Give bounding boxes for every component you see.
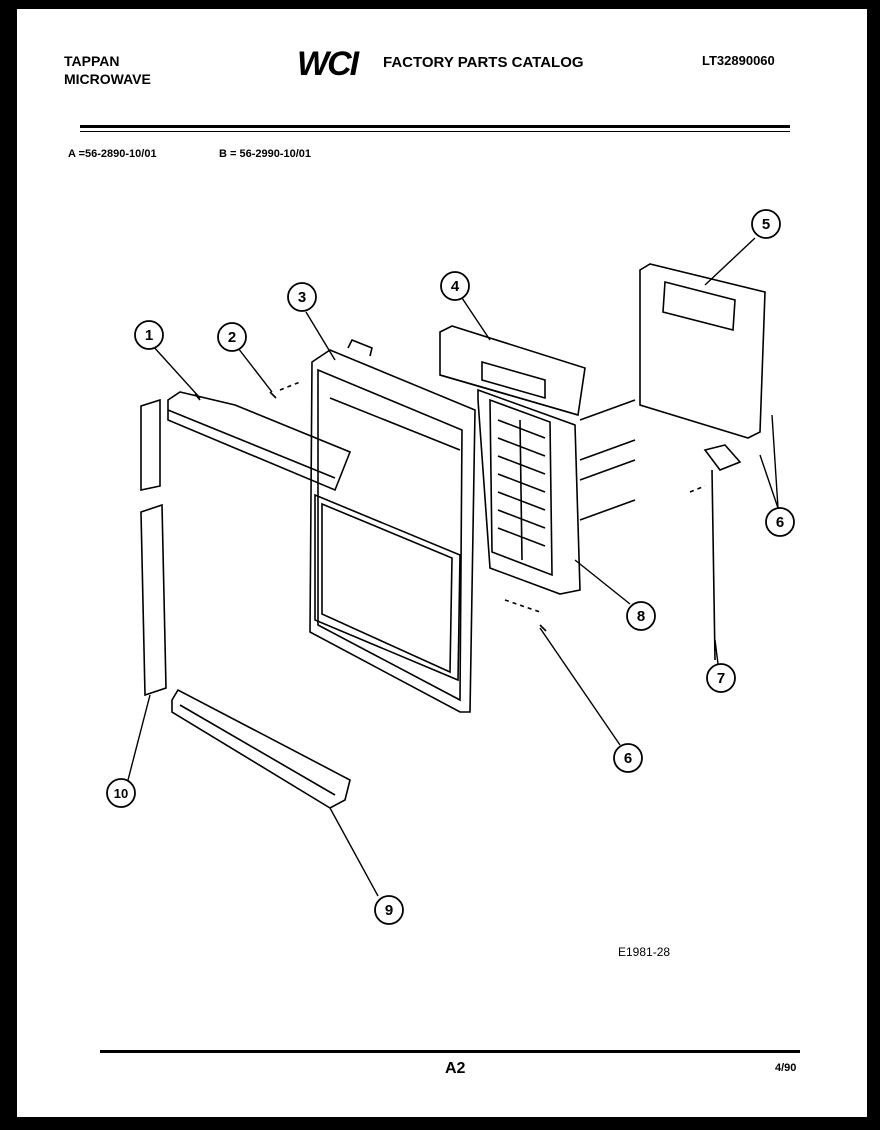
footer-rule (100, 1050, 800, 1053)
callout-8: 8 (626, 601, 656, 631)
header-rule-bottom (80, 131, 790, 132)
model-number: LT32890060 (702, 53, 775, 68)
product-type: MICROWAVE (64, 71, 151, 87)
page-number: A2 (445, 1060, 466, 1077)
callout-8-label: 8 (637, 608, 645, 625)
catalog-title: FACTORY PARTS CATALOG (383, 54, 584, 71)
callout-4-label: 4 (451, 278, 460, 295)
page-date: 4/90 (775, 1062, 797, 1074)
wci-logo: WCI (297, 45, 359, 83)
part-callouts: 1 2 3 4 5 6 7 8 6 10 9 (106, 209, 795, 925)
callout-10-label: 10 (114, 786, 128, 801)
door-frame (309, 338, 476, 713)
control-panel-keypad (477, 388, 636, 595)
screw-2 (269, 381, 301, 399)
callout-6-upper-label: 6 (776, 514, 784, 531)
brand-name: TAPPAN (64, 53, 120, 69)
callout-10: 10 (106, 778, 136, 808)
catalog-page (17, 9, 867, 1117)
mounting-bracket (689, 444, 742, 661)
top-trim-bar (167, 391, 352, 492)
callout-2-label: 2 (228, 329, 236, 346)
side-trim-strips (140, 398, 167, 697)
callout-7: 7 (706, 663, 736, 693)
callout-9: 9 (374, 895, 404, 925)
callout-6-lower: 6 (613, 743, 643, 773)
callout-1-label: 1 (145, 327, 153, 344)
callout-1: 1 (134, 320, 164, 350)
leader-lines (127, 237, 779, 897)
callout-5-label: 5 (762, 216, 770, 233)
display-bezel (439, 325, 586, 417)
callout-5: 5 (751, 209, 781, 239)
callout-6-lower-label: 6 (624, 750, 632, 767)
callout-7-label: 7 (717, 670, 725, 687)
callout-4: 4 (440, 271, 470, 301)
control-board (639, 263, 766, 439)
model-variant-a: A =56-2890-10/01 (68, 148, 157, 160)
callout-3-label: 3 (298, 289, 306, 306)
callout-3: 3 (287, 282, 317, 312)
header-rule-top (80, 125, 790, 128)
callout-9-label: 9 (385, 902, 393, 919)
brand-block: TAPPAN MICROWAVE (64, 52, 151, 88)
model-variant-b: B = 56-2990-10/01 (219, 148, 312, 160)
drawing-code: E1981-28 (618, 945, 671, 959)
callout-2: 2 (217, 322, 247, 352)
screw-6-lower (504, 599, 547, 632)
bottom-trim-bar (171, 688, 351, 809)
callout-6-upper: 6 (765, 507, 795, 537)
